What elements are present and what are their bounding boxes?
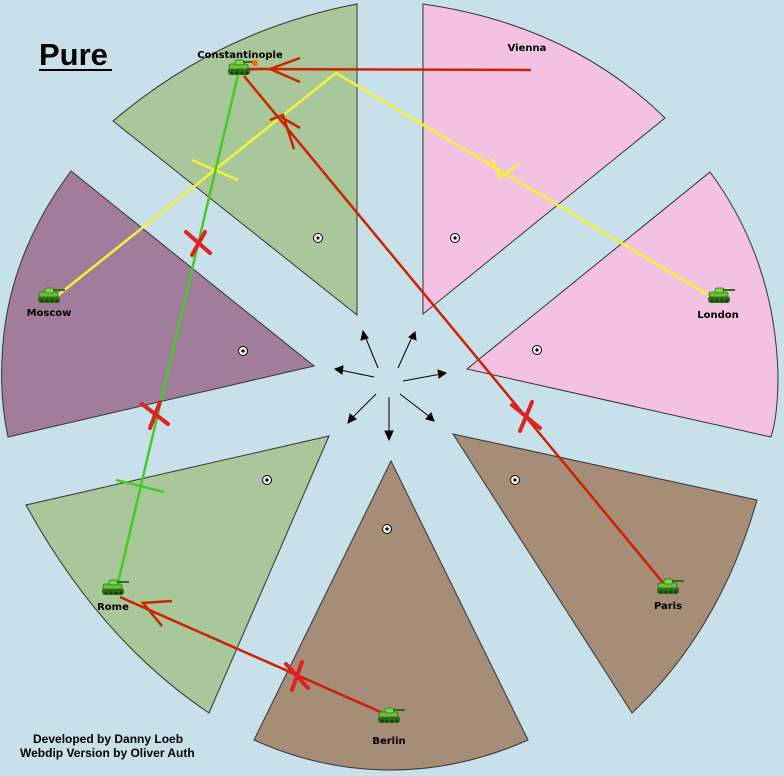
label-vienna: Vienna	[508, 43, 547, 54]
center-arrows	[333, 329, 448, 442]
dislodged-marker	[252, 60, 258, 66]
supply-center-vienna	[450, 233, 460, 243]
label-moscow: Moscow	[27, 308, 72, 319]
label-berlin: Berlin	[372, 736, 405, 747]
label-london: London	[697, 310, 739, 321]
credit-developer: Developed by Danny Loeb	[33, 732, 183, 746]
label-rome: Rome	[97, 602, 129, 613]
supply-center-constantinople	[313, 233, 323, 243]
failed-x-rome-support-lower	[140, 400, 170, 430]
label-paris: Paris	[654, 601, 682, 612]
territory-london[interactable]	[465, 171, 779, 438]
supply-center-berlin	[382, 524, 392, 534]
label-constantinople: Constantinople	[197, 50, 283, 61]
failed-order-markers	[140, 230, 542, 692]
order-berlin-to-rome	[119, 595, 386, 716]
order-paris-to-constantinople	[243, 75, 665, 585]
failed-x-paris-move	[510, 400, 542, 433]
order-rome-supports-constantinople	[114, 74, 240, 592]
supply-center-paris	[510, 475, 520, 485]
failed-x-berlin-move	[284, 660, 310, 692]
territory-berlin[interactable]	[253, 459, 529, 771]
territory-moscow[interactable]	[1, 170, 316, 438]
territory-paris[interactable]	[451, 433, 758, 714]
failed-x-rome-support	[184, 230, 212, 257]
supply-center-london	[532, 345, 542, 355]
order-vienna-to-constantinople	[247, 56, 532, 84]
territory-rome[interactable]	[25, 435, 330, 714]
territory-constantinople[interactable]	[112, 3, 358, 317]
supply-center-moscow	[238, 346, 248, 356]
supply-center-rome	[262, 475, 272, 485]
map-title: Pure	[39, 37, 108, 72]
territory-vienna[interactable]	[422, 3, 666, 316]
credit-webdip: Webdip Version by Oliver Auth	[20, 746, 195, 760]
